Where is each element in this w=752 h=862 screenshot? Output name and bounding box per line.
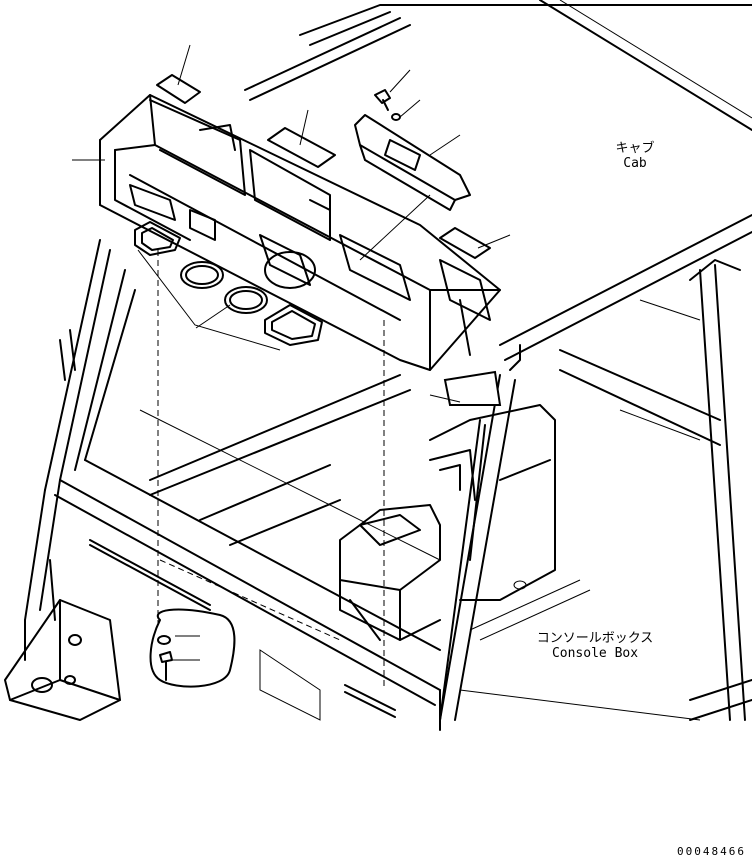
cab-left-frame <box>24 239 441 706</box>
cab-center-pillar <box>439 370 516 721</box>
seal-parts <box>134 221 323 346</box>
cab-roof <box>244 0 752 131</box>
drawing-number: 00048466 <box>677 845 746 858</box>
cab-label-en: Cab <box>623 156 647 171</box>
bolt-washer-callout <box>149 608 236 688</box>
gasket-pads <box>156 74 491 259</box>
console-label-en: Console Box <box>551 646 639 661</box>
mount-bracket <box>4 559 121 721</box>
console-label-ja: コンソールボックス <box>536 631 654 646</box>
cab-label-ja: キャブ <box>615 141 655 156</box>
cab-label: キャブ Cab <box>605 141 665 171</box>
cab-right-frame <box>499 214 752 721</box>
console-box-label: コンソールボックス Console Box <box>525 631 665 661</box>
assembly-lines <box>157 250 385 690</box>
access-cover <box>354 114 471 211</box>
cab-floor <box>24 539 701 731</box>
console-box <box>339 404 556 641</box>
overhead-panel <box>99 94 501 371</box>
leader-lines <box>72 44 511 661</box>
screw-washer <box>374 89 401 121</box>
